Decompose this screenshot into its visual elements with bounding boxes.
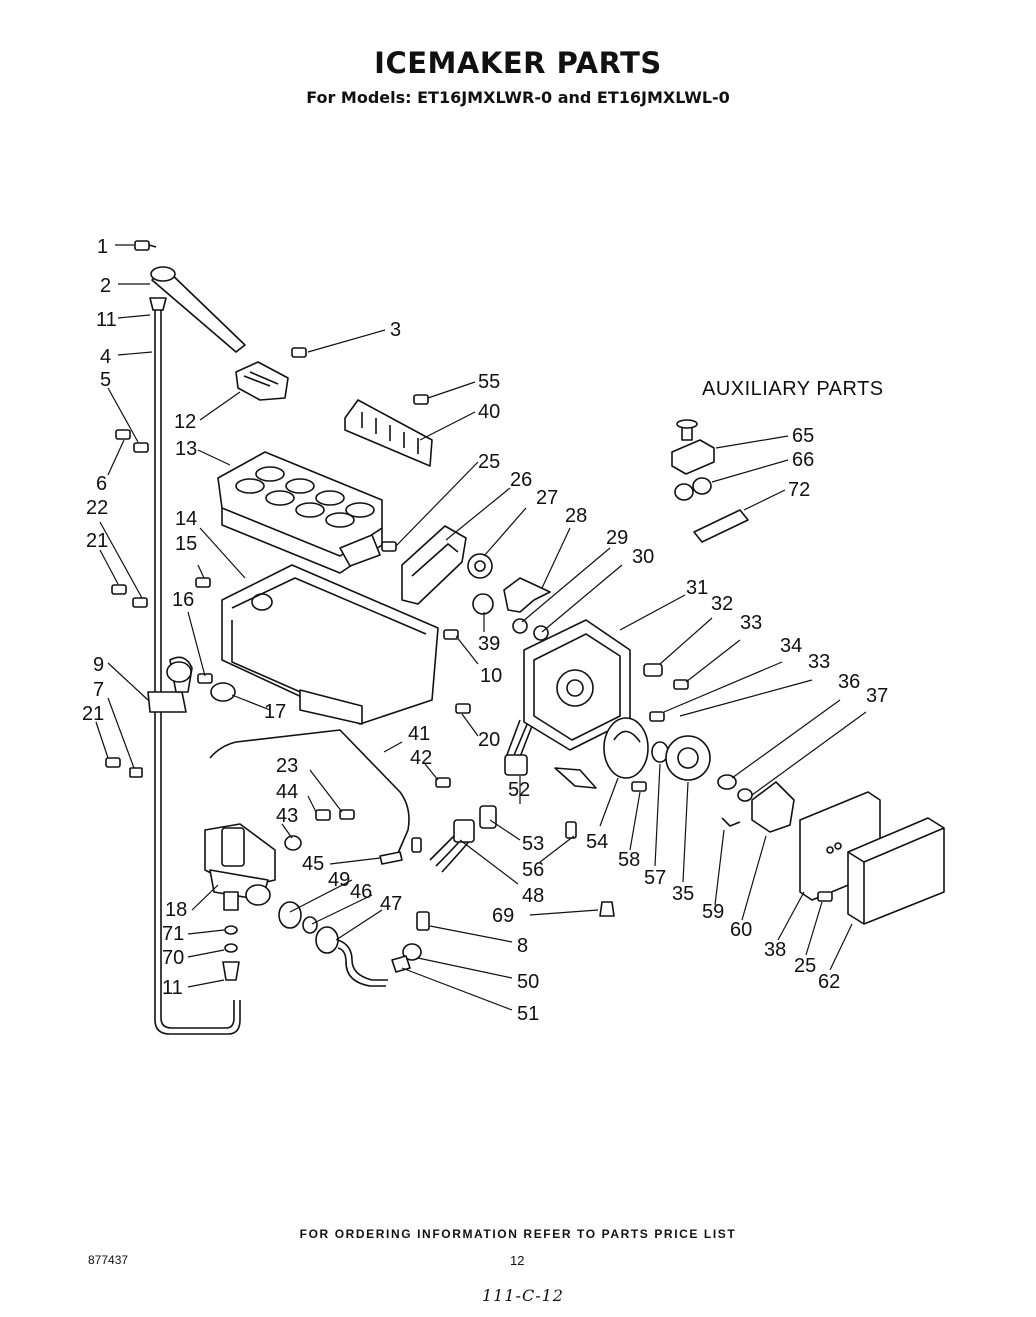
ice-mold (217, 451, 383, 574)
callout-7: 7 (93, 679, 104, 701)
wiring-harness (284, 719, 597, 873)
callout-33-lower: 33 (808, 651, 830, 673)
callout-11: 11 (96, 309, 117, 331)
model-subtitle: For Models: ET16JMXLWR-0 and ET16JMXLWL-… (306, 88, 730, 107)
callout-4: 4 (100, 346, 111, 368)
callout-49: 49 (328, 869, 350, 891)
callout-16: 16 (172, 589, 194, 611)
callout-41: 41 (408, 723, 430, 745)
callout-15: 15 (175, 533, 197, 555)
callout-50: 50 (517, 971, 539, 993)
bracket-16-17 (166, 577, 236, 702)
callout-2: 2 (100, 275, 111, 297)
callout-11-lower: 11 (162, 977, 183, 999)
callout-65: 65 (792, 425, 814, 447)
callout-36: 36 (838, 671, 860, 693)
callout-27: 27 (536, 487, 558, 509)
callout-35: 35 (672, 883, 694, 905)
callout-62: 62 (818, 971, 840, 993)
callout-23: 23 (276, 755, 298, 777)
control-housing (523, 619, 945, 925)
callout-31: 31 (686, 577, 708, 599)
callout-52: 52 (508, 779, 530, 801)
callout-28: 28 (565, 505, 587, 527)
callout-44: 44 (276, 781, 298, 803)
handwritten-note: 111-C-12 (482, 1286, 564, 1305)
stripper (344, 394, 433, 467)
callout-22: 22 (86, 497, 108, 519)
callout-30: 30 (632, 546, 654, 568)
ordering-footer-note: FOR ORDERING INFORMATION REFER TO PARTS … (299, 1227, 737, 1241)
callout-25-lower: 25 (794, 955, 816, 977)
callout-55: 55 (478, 371, 500, 393)
callout-54: 54 (586, 831, 608, 853)
callout-58: 58 (618, 849, 640, 871)
callout-57: 57 (644, 867, 666, 889)
callout-59: 59 (702, 901, 724, 923)
callout-26: 26 (510, 469, 532, 491)
callout-13: 13 (175, 438, 197, 460)
callout-20: 20 (478, 729, 500, 751)
callout-66: 66 (792, 449, 814, 471)
callout-56: 56 (522, 859, 544, 881)
callout-39: 39 (478, 633, 500, 655)
callout-21: 21 (86, 530, 108, 552)
callout-40: 40 (478, 401, 500, 423)
leader-lines (95, 244, 867, 1011)
callout-8: 8 (517, 935, 528, 957)
callout-45: 45 (302, 853, 324, 875)
callout-33: 33 (740, 612, 762, 634)
callout-60: 60 (730, 919, 752, 941)
callout-53: 53 (522, 833, 544, 855)
callout-47: 47 (380, 893, 402, 915)
callout-18: 18 (165, 899, 187, 921)
callout-25: 25 (478, 451, 500, 473)
callout-10: 10 (480, 665, 502, 687)
fill-cup (235, 347, 307, 401)
callout-51: 51 (517, 1003, 539, 1025)
callout-9: 9 (93, 654, 104, 676)
callout-46: 46 (350, 881, 372, 903)
callout-42: 42 (410, 747, 432, 769)
callout-29: 29 (606, 527, 628, 549)
water-valve-assembly (204, 823, 430, 987)
callout-34: 34 (780, 635, 802, 657)
callout-21-lower: 21 (82, 703, 104, 725)
callout-5: 5 (100, 369, 111, 391)
page-title: ICEMAKER PARTS (374, 46, 662, 80)
callout-37: 37 (866, 685, 888, 707)
callout-labels: 1 2 11 4 5 6 22 21 9 7 21 18 71 70 11 3 … (82, 236, 888, 1025)
callout-12: 12 (174, 411, 196, 433)
callout-38: 38 (764, 939, 786, 961)
auxiliary-parts-heading: AUXILIARY PARTS (702, 378, 884, 400)
callout-1: 1 (97, 236, 108, 258)
support-housing (209, 564, 439, 861)
page-number: 12 (510, 1253, 525, 1268)
auxiliary-parts (671, 419, 749, 543)
callout-17: 17 (264, 701, 286, 723)
callout-71: 71 (162, 923, 184, 945)
callout-48: 48 (522, 885, 544, 907)
callout-6: 6 (96, 473, 107, 495)
callout-69: 69 (492, 905, 514, 927)
document-number: 877437 (88, 1253, 129, 1267)
callout-32: 32 (711, 593, 733, 615)
callout-72: 72 (788, 479, 810, 501)
callout-14: 14 (175, 508, 197, 530)
callout-70: 70 (162, 947, 184, 969)
callout-3: 3 (390, 319, 401, 341)
callout-43: 43 (276, 805, 298, 827)
